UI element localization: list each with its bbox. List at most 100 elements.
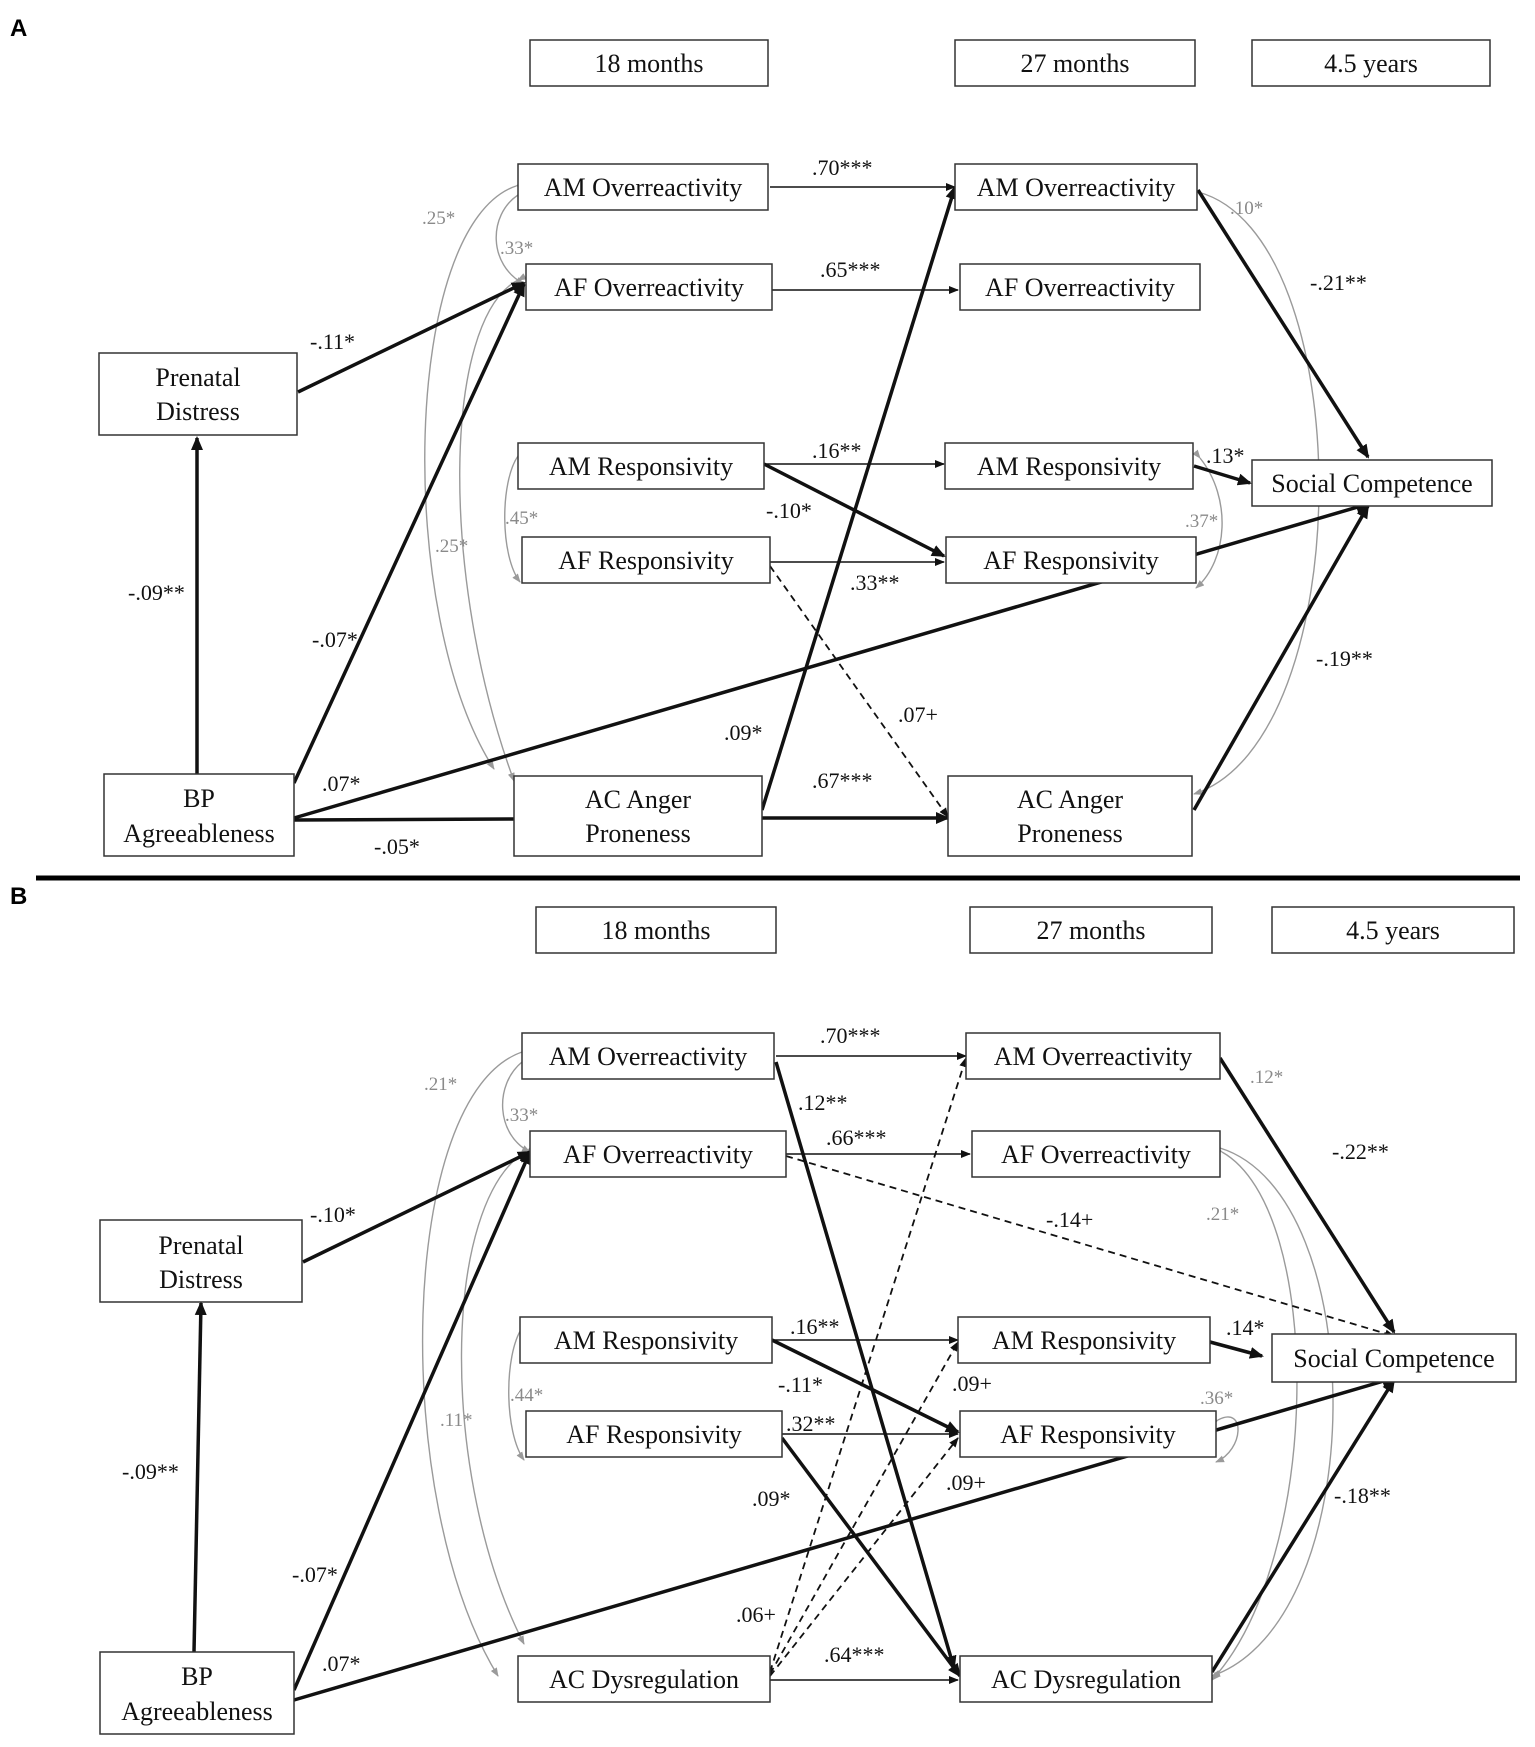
node-ac-dysregulation-18: AC Dysregulation bbox=[517, 1655, 771, 1703]
node-label: AM Responsivity bbox=[977, 452, 1161, 481]
path-bp-to-prenatal bbox=[192, 1301, 207, 1653]
coefficient-label: .64*** bbox=[824, 1642, 885, 1667]
node-label: BP bbox=[181, 1662, 213, 1691]
node-social-competence: Social Competence bbox=[1271, 1333, 1517, 1383]
path-af-resp-to-ac-anger bbox=[769, 565, 949, 818]
correlation-curve bbox=[459, 273, 527, 782]
node-label: AM Overreactivity bbox=[549, 1042, 748, 1071]
node-label: Proneness bbox=[1017, 819, 1122, 848]
node-af-overreactivity-18: AF Overreactivity bbox=[525, 263, 773, 311]
node-label: AM Overreactivity bbox=[544, 173, 743, 202]
path-ac-anger-to-am-over bbox=[760, 185, 958, 811]
path-prenatal-to-af-overreactivity bbox=[297, 281, 526, 394]
correlation-label: .33* bbox=[505, 1105, 538, 1126]
correlation-label: .45* bbox=[505, 508, 538, 529]
node-am-overreactivity-27: AM Overreactivity bbox=[965, 1032, 1221, 1080]
coefficient-label: -.05* bbox=[374, 834, 420, 859]
coefficient-label: .07+ bbox=[898, 702, 938, 727]
node-am-overreactivity-18: AM Overreactivity bbox=[517, 163, 769, 211]
correlation-label: .25* bbox=[435, 536, 468, 557]
coefficient-label: .16** bbox=[812, 438, 862, 463]
correlation-curve bbox=[504, 447, 526, 583]
correlation-curve bbox=[421, 1046, 531, 1677]
node-af-overreactivity-18: AF Overreactivity bbox=[529, 1130, 787, 1178]
path-af-over-to-social bbox=[785, 1155, 1395, 1338]
path-ac-dysregulation-to-am-resp bbox=[769, 1341, 959, 1675]
coefficient-label: -.11* bbox=[310, 329, 355, 354]
node-label: AF Responsivity bbox=[983, 546, 1159, 575]
path-bp-to-af-overreactivity bbox=[292, 282, 526, 784]
coefficient-label: -.07* bbox=[292, 1562, 338, 1587]
node-label: AF Responsivity bbox=[566, 1420, 742, 1449]
node-label: Social Competence bbox=[1271, 469, 1472, 498]
correlation-label: .44* bbox=[510, 1385, 543, 1406]
correlation-curve bbox=[495, 187, 527, 285]
coefficient-label: .33** bbox=[850, 570, 900, 595]
correlation-label: .12* bbox=[1250, 1067, 1283, 1088]
path-am-over-to-social bbox=[1196, 189, 1370, 459]
node-label: Prenatal bbox=[158, 1231, 243, 1260]
node-social-competence: Social Competence bbox=[1251, 459, 1493, 507]
path-am-resp-to-social bbox=[1193, 464, 1252, 486]
path-ac-dysregulation-to-am-over bbox=[769, 1057, 968, 1673]
node-label: AM Responsivity bbox=[992, 1326, 1176, 1355]
node-am-responsivity-18: AM Responsivity bbox=[517, 442, 765, 490]
coefficient-label: .06+ bbox=[736, 1602, 776, 1627]
time-4-5-years-box bbox=[1271, 906, 1515, 954]
coefficient-label: -.11* bbox=[778, 1372, 823, 1397]
node-label: Distress bbox=[156, 397, 240, 426]
coefficient-label: .09* bbox=[724, 720, 763, 745]
node-label: AC Anger bbox=[1017, 785, 1124, 814]
coefficient-label: .67*** bbox=[812, 768, 873, 793]
path-af-resp-to-ac-dysregulation bbox=[780, 1436, 962, 1678]
coefficient-label: .32** bbox=[786, 1411, 836, 1436]
node-label: AF Responsivity bbox=[558, 546, 734, 575]
path-ac-dysregulation-to-af-resp bbox=[769, 1437, 959, 1677]
node-label: AM Responsivity bbox=[554, 1326, 738, 1355]
correlation-label: .10* bbox=[1230, 198, 1263, 219]
coefficient-label: .07* bbox=[322, 771, 361, 796]
path-am-over-to-ac-dysregulation bbox=[774, 1061, 957, 1670]
time-18-months-label: 18 months bbox=[601, 916, 710, 945]
panel-b: B 18 months 27 months 4.5 years .21* .33… bbox=[10, 883, 1517, 1735]
node-label: AM Responsivity bbox=[549, 452, 733, 481]
path-ac-dysregulation-to-social bbox=[1210, 1378, 1396, 1673]
correlation-curve bbox=[1209, 1416, 1239, 1463]
node-label: AC Dysregulation bbox=[991, 1665, 1181, 1694]
time-18-months-label: 18 months bbox=[594, 49, 703, 78]
node-label: AF Responsivity bbox=[1000, 1420, 1176, 1449]
time-4-5-years-label: 4.5 years bbox=[1346, 916, 1440, 945]
node-label: Agreeableness bbox=[123, 819, 275, 848]
time-18-months-box bbox=[529, 39, 769, 87]
node-label: Distress bbox=[159, 1265, 243, 1294]
time-27-months-label: 27 months bbox=[1036, 916, 1145, 945]
node-label: Proneness bbox=[585, 819, 690, 848]
correlation-label: .21* bbox=[1206, 1204, 1239, 1225]
time-4-5-years-box bbox=[1251, 39, 1491, 87]
coefficient-label: -.07* bbox=[312, 627, 358, 652]
correlation-curve bbox=[424, 180, 525, 770]
panel-a-letter: A bbox=[10, 15, 27, 42]
node-af-responsivity-27: AF Responsivity bbox=[959, 1410, 1217, 1458]
correlation-curve bbox=[508, 1319, 530, 1461]
correlation-curve bbox=[1192, 449, 1223, 589]
node-label: AF Overreactivity bbox=[1001, 1140, 1191, 1169]
node-prenatal-distress: Prenatal Distress bbox=[99, 1219, 303, 1303]
node-am-overreactivity-18: AM Overreactivity bbox=[521, 1032, 775, 1080]
coefficient-label: -.22** bbox=[1332, 1139, 1389, 1164]
correlation-curve bbox=[1211, 1142, 1334, 1677]
time-18-months-box bbox=[535, 906, 777, 954]
node-label: Agreeableness bbox=[121, 1697, 273, 1726]
path-am-over-to-social bbox=[1218, 1057, 1396, 1334]
correlation-label: .33* bbox=[500, 238, 533, 259]
correlation-label: .11* bbox=[440, 1410, 473, 1431]
node-label: AF Overreactivity bbox=[563, 1140, 753, 1169]
path-prenatal-to-af-overreactivity bbox=[302, 1150, 532, 1264]
node-label: AM Overreactivity bbox=[994, 1042, 1193, 1071]
node-af-responsivity-18: AF Responsivity bbox=[525, 1410, 783, 1458]
node-af-overreactivity-27: AF Overreactivity bbox=[959, 263, 1201, 311]
time-27-months-label: 27 months bbox=[1020, 49, 1129, 78]
coefficient-label: .09* bbox=[752, 1486, 791, 1511]
coefficient-label: .16** bbox=[790, 1314, 840, 1339]
